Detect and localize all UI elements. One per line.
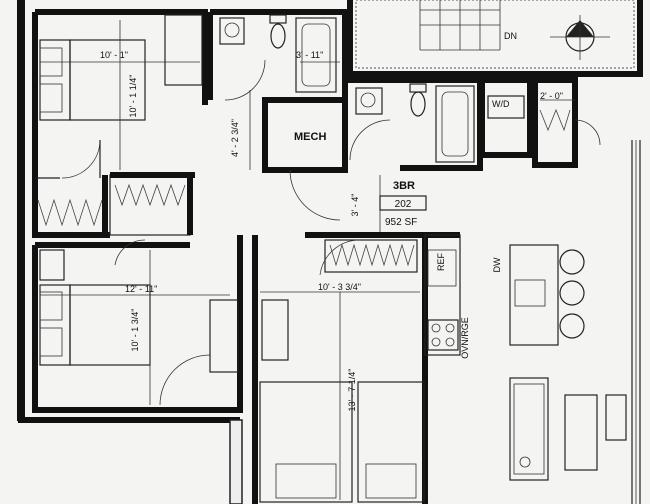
washer-dryer-label: W/D: [492, 99, 510, 109]
hall2-width-dim: 3' - 4": [350, 194, 360, 217]
unit-area: 952 SF: [385, 217, 417, 228]
bed2-depth-dim: 10' - 1 3/4": [130, 309, 140, 352]
laundry-closet: [479, 77, 601, 168]
kitchen-living: [424, 234, 627, 481]
exterior-walls: [17, 0, 641, 504]
refrigerator-label: REF: [436, 252, 446, 271]
bed1-depth-dim: 10' - 1 1/4": [128, 75, 138, 118]
dishwasher-label: DW: [492, 257, 502, 272]
bathroom-2: [345, 77, 483, 171]
bed1-width-dim: 10' - 1": [100, 50, 128, 60]
bathroom-1: [207, 9, 348, 103]
north-arrow-icon: [550, 15, 610, 60]
mech-room: [262, 97, 348, 221]
dimension-lines: [40, 20, 575, 500]
hall-width-dim: 4' - 2 3/4": [230, 119, 240, 157]
stair-down-label: DN: [504, 31, 517, 41]
bedroom-2: [32, 235, 243, 413]
bed3-depth-dim: 13' - 7 1/4": [347, 369, 357, 412]
mech-label: MECH: [294, 131, 326, 143]
bed2-width-dim: 12' - 11": [125, 284, 157, 294]
bath1-width-dim: 3' - 11": [296, 50, 323, 60]
bedroom-3: [252, 232, 460, 504]
stair-well: [347, 0, 643, 77]
hall-closet: [109, 172, 195, 236]
unit-number-box: [379, 195, 427, 211]
unit-number: 202: [395, 199, 412, 210]
closet-width-dim: 2' - 0": [540, 91, 563, 101]
oven-range-label: OVN/RGE: [460, 317, 470, 359]
bed3-width-dim: 10' - 3 3/4": [318, 282, 361, 292]
unit-type: 3BR: [393, 180, 415, 192]
